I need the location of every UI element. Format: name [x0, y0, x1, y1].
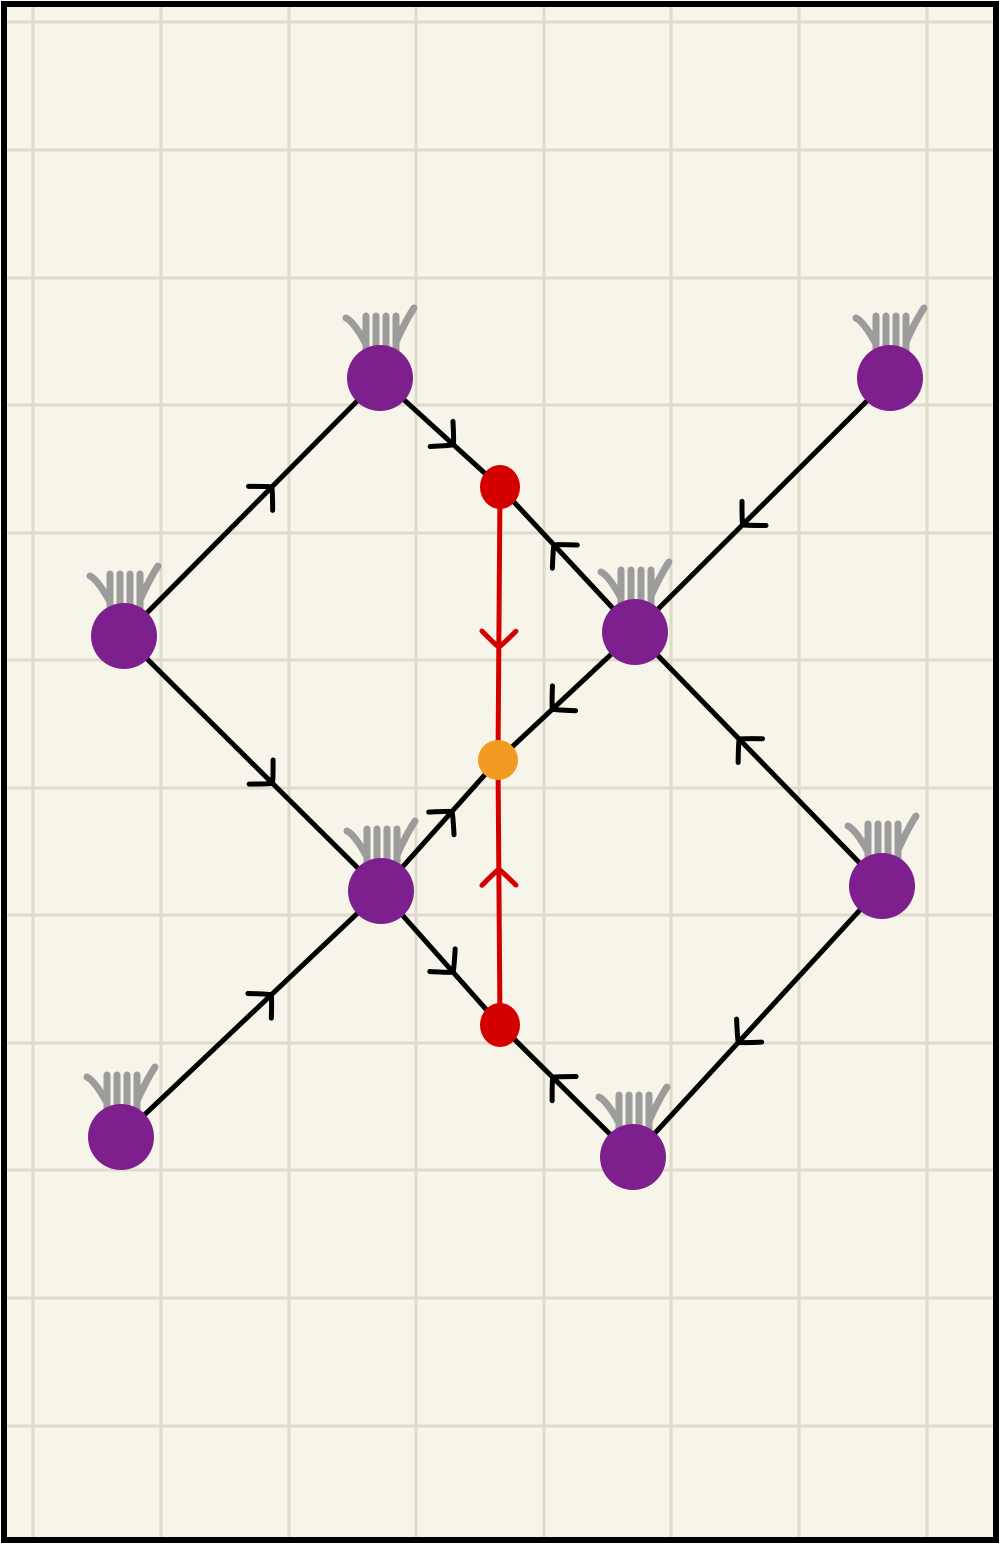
red-arrow-icon	[479, 628, 519, 650]
red-point-r2	[480, 1003, 520, 1047]
edge-n6-n8	[630, 883, 885, 1160]
node-bottom-center	[600, 1124, 666, 1190]
edge-n2-n4	[632, 375, 893, 635]
edge-arrow-icon	[735, 736, 766, 765]
edge-arrow-icon	[549, 1074, 579, 1104]
edge-n3-n1	[121, 375, 383, 639]
edge-arrow-icon	[734, 1016, 765, 1046]
edge-arrow-icon	[549, 542, 580, 571]
edge-n3-n5	[121, 633, 384, 894]
special-points	[478, 465, 520, 1047]
node-top-right	[857, 345, 923, 411]
red-line-r2-o1	[495, 757, 503, 1028]
red-line-r1-o1	[495, 484, 503, 763]
edge-n6-n4	[632, 629, 885, 889]
edges	[118, 375, 893, 1160]
node-left	[91, 603, 157, 669]
edge-arrow-icon	[246, 757, 276, 787]
node-bottom-left	[88, 1104, 154, 1170]
node-center-left	[348, 858, 414, 924]
node-top-left	[347, 345, 413, 411]
edge-n4-r1	[497, 484, 638, 635]
edge-arrow-icon	[426, 808, 457, 838]
edge-n7-n5	[118, 888, 384, 1140]
edge-arrow-icon	[549, 683, 579, 714]
edge-arrow-icon	[246, 483, 276, 513]
edge-arrow-icon	[739, 498, 769, 529]
edge-arrow-icon	[245, 990, 275, 1021]
nodes	[88, 345, 923, 1190]
edge-arrow-icon	[427, 946, 458, 975]
red-arrow-icon	[479, 866, 519, 888]
edge-arrow-icon	[427, 418, 457, 449]
node-center-right	[602, 599, 668, 665]
node-right	[849, 853, 915, 919]
red-lines	[479, 484, 519, 1028]
orange-point-o1	[478, 740, 518, 780]
red-point-r1	[480, 465, 520, 509]
